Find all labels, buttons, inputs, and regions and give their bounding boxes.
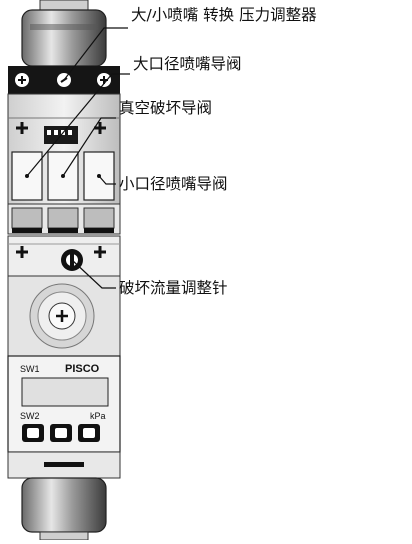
- leader-vacuum-break: [62, 117, 116, 177]
- label-large-nozzle-valve: 大口径喷嘴导阀: [133, 55, 242, 73]
- brand-label: PISCO: [65, 363, 100, 375]
- leader-switch-regulator: [63, 27, 128, 81]
- sw1-label: SW1: [20, 364, 40, 374]
- label-switch-regulator: 大/小喷嘴 转换 压力调整器: [131, 6, 317, 24]
- label-vacuum-break-valve: 真空破坏导阀: [119, 99, 213, 117]
- sw2-label: SW2: [20, 411, 40, 421]
- switch-panel: [7, 355, 121, 453]
- pilot-valve-strip: [7, 203, 121, 235]
- plus-screw-icon: [56, 310, 68, 322]
- plus-screw-icon: [16, 246, 28, 258]
- flow-section: [7, 235, 121, 277]
- label-small-nozzle-valve: 小口径喷嘴导阀: [119, 175, 228, 193]
- plus-screw-icon: [16, 122, 28, 134]
- bottom-fitting: [7, 451, 121, 541]
- gauge-section: [7, 275, 121, 357]
- valve-body: [7, 93, 121, 205]
- top-fitting: [21, 0, 107, 67]
- leader-large-nozzle: [26, 73, 130, 177]
- leader-flow-needle: [71, 259, 116, 289]
- label-flow-needle: 破坏流量调整针: [119, 279, 228, 297]
- plus-screw-icon: [15, 73, 29, 87]
- leader-small-nozzle: [98, 175, 116, 185]
- unit-label: kPa: [90, 411, 106, 421]
- leader-lines: [26, 27, 130, 289]
- plus-screw-icon: [97, 73, 111, 87]
- pressure-regulator-block: [8, 66, 120, 94]
- plus-screw-icon: [94, 246, 106, 258]
- plus-screw-icon: [94, 122, 106, 134]
